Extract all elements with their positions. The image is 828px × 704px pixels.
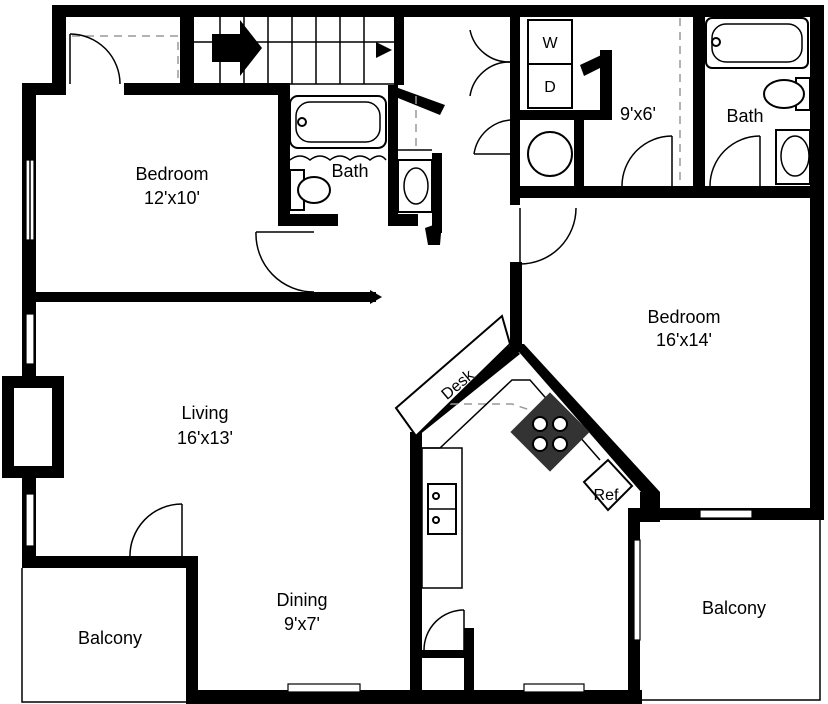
bath-right-fixtures xyxy=(705,17,811,185)
dining-name: Dining xyxy=(276,590,327,610)
balcony-left-name: Balcony xyxy=(78,628,142,648)
dining-size: 9'x7' xyxy=(284,614,320,634)
bathtub-right xyxy=(705,17,809,69)
water-heater xyxy=(527,131,573,177)
refrigerator xyxy=(582,458,634,512)
bath-center-name: Bath xyxy=(331,161,368,181)
stair-arrow-small-icon xyxy=(376,42,392,58)
washer-label: W xyxy=(542,35,558,52)
walls xyxy=(22,5,824,704)
washer xyxy=(527,19,573,65)
dryer xyxy=(527,63,573,109)
closet-lines xyxy=(72,18,681,421)
fireplace xyxy=(2,376,64,478)
bathtub-center xyxy=(289,95,387,149)
room-labels: Bedroom 12'x10' Bath 9'x6' Bath Bedroom … xyxy=(78,104,766,648)
bath-center-fixtures xyxy=(289,95,433,213)
bedroom-left-size: 12'x10' xyxy=(144,188,200,208)
cooktop xyxy=(510,392,590,472)
fridge-label: Ref xyxy=(594,487,619,504)
bath-right-name: Bath xyxy=(726,106,763,126)
balcony-right-name: Balcony xyxy=(702,598,766,618)
living-size: 16'x13' xyxy=(177,428,233,448)
kitchen: Desk Ref xyxy=(394,314,634,589)
bedroom-right-name: Bedroom xyxy=(647,307,720,327)
bedroom-left-name: Bedroom xyxy=(135,164,208,184)
windows xyxy=(25,159,753,693)
doors xyxy=(69,29,761,651)
balconies xyxy=(21,520,821,703)
stair-arrow-large-icon xyxy=(212,20,262,76)
desk-counter xyxy=(394,314,512,438)
laundry: W D xyxy=(527,19,573,109)
bedroom-right-size: 16'x14' xyxy=(656,330,712,350)
living-name: Living xyxy=(181,403,228,423)
dryer-label: D xyxy=(544,79,556,96)
staircase xyxy=(194,17,394,85)
closet-size: 9'x6' xyxy=(620,104,656,124)
